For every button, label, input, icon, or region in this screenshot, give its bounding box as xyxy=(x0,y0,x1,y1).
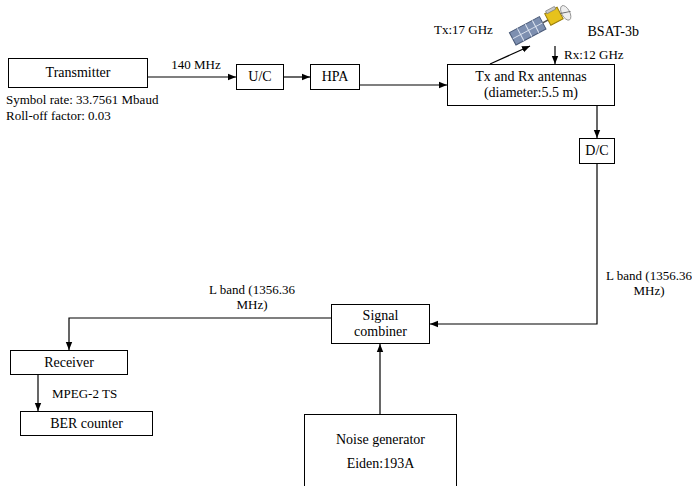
parameter-note: Symbol rate: 33.7561 Mbaud xyxy=(4,92,160,107)
downconverter-box: D/C xyxy=(579,138,615,164)
satellite-symbol xyxy=(508,1,573,48)
edge-label: Rx:12 GHz xyxy=(562,47,626,62)
node-text: Signal combiner xyxy=(337,308,424,340)
edge-label: MPEG-2 TS xyxy=(50,386,119,401)
signal-arrow xyxy=(379,344,380,414)
transmitter-box: Transmitter xyxy=(8,58,148,88)
signal-arrow xyxy=(490,46,530,64)
signal-arrow xyxy=(554,46,555,64)
signal-arrow xyxy=(430,164,597,324)
signal-arrow xyxy=(596,106,597,138)
node-text: Tx and Rx antennas (diameter:5.5 m) xyxy=(453,69,609,101)
signal-arrow xyxy=(148,76,236,77)
combiner-box: Signal combiner xyxy=(331,304,430,344)
node-text: D/C xyxy=(585,143,608,159)
ber-counter-box: BER counter xyxy=(20,411,153,436)
node-text: U/C xyxy=(248,69,271,85)
signal-arrow xyxy=(360,84,447,85)
receiver-box: Receiver xyxy=(10,350,128,375)
edge-label: L band (1356.36 MHz) xyxy=(200,282,304,312)
node-text: BSAT-3b xyxy=(587,24,639,40)
edge-label: 140 MHz xyxy=(156,57,236,72)
upconverter-box: U/C xyxy=(236,64,284,90)
signal-arrow xyxy=(37,375,38,411)
antenna-box: Tx and Rx antennas (diameter:5.5 m) xyxy=(447,64,615,106)
edge-label: L band (1356.36 MHz) xyxy=(604,268,692,298)
noise-generator-box: Noise generator Eiden:193A xyxy=(304,414,457,486)
satellite-node: BSAT-3b xyxy=(505,0,645,46)
node-text: Transmitter xyxy=(46,65,111,81)
node-text: BER counter xyxy=(50,416,123,432)
signal-arrow xyxy=(284,76,310,77)
signal-arrow xyxy=(69,318,331,350)
node-text: Receiver xyxy=(44,355,94,371)
node-text: Noise generator Eiden:193A xyxy=(310,428,451,476)
edge-label: Tx:17 GHz xyxy=(432,22,495,37)
node-text: HPA xyxy=(322,69,349,85)
parameter-note: Roll-off factor: 0.03 xyxy=(4,108,113,123)
amplifier-box: HPA xyxy=(310,64,360,90)
